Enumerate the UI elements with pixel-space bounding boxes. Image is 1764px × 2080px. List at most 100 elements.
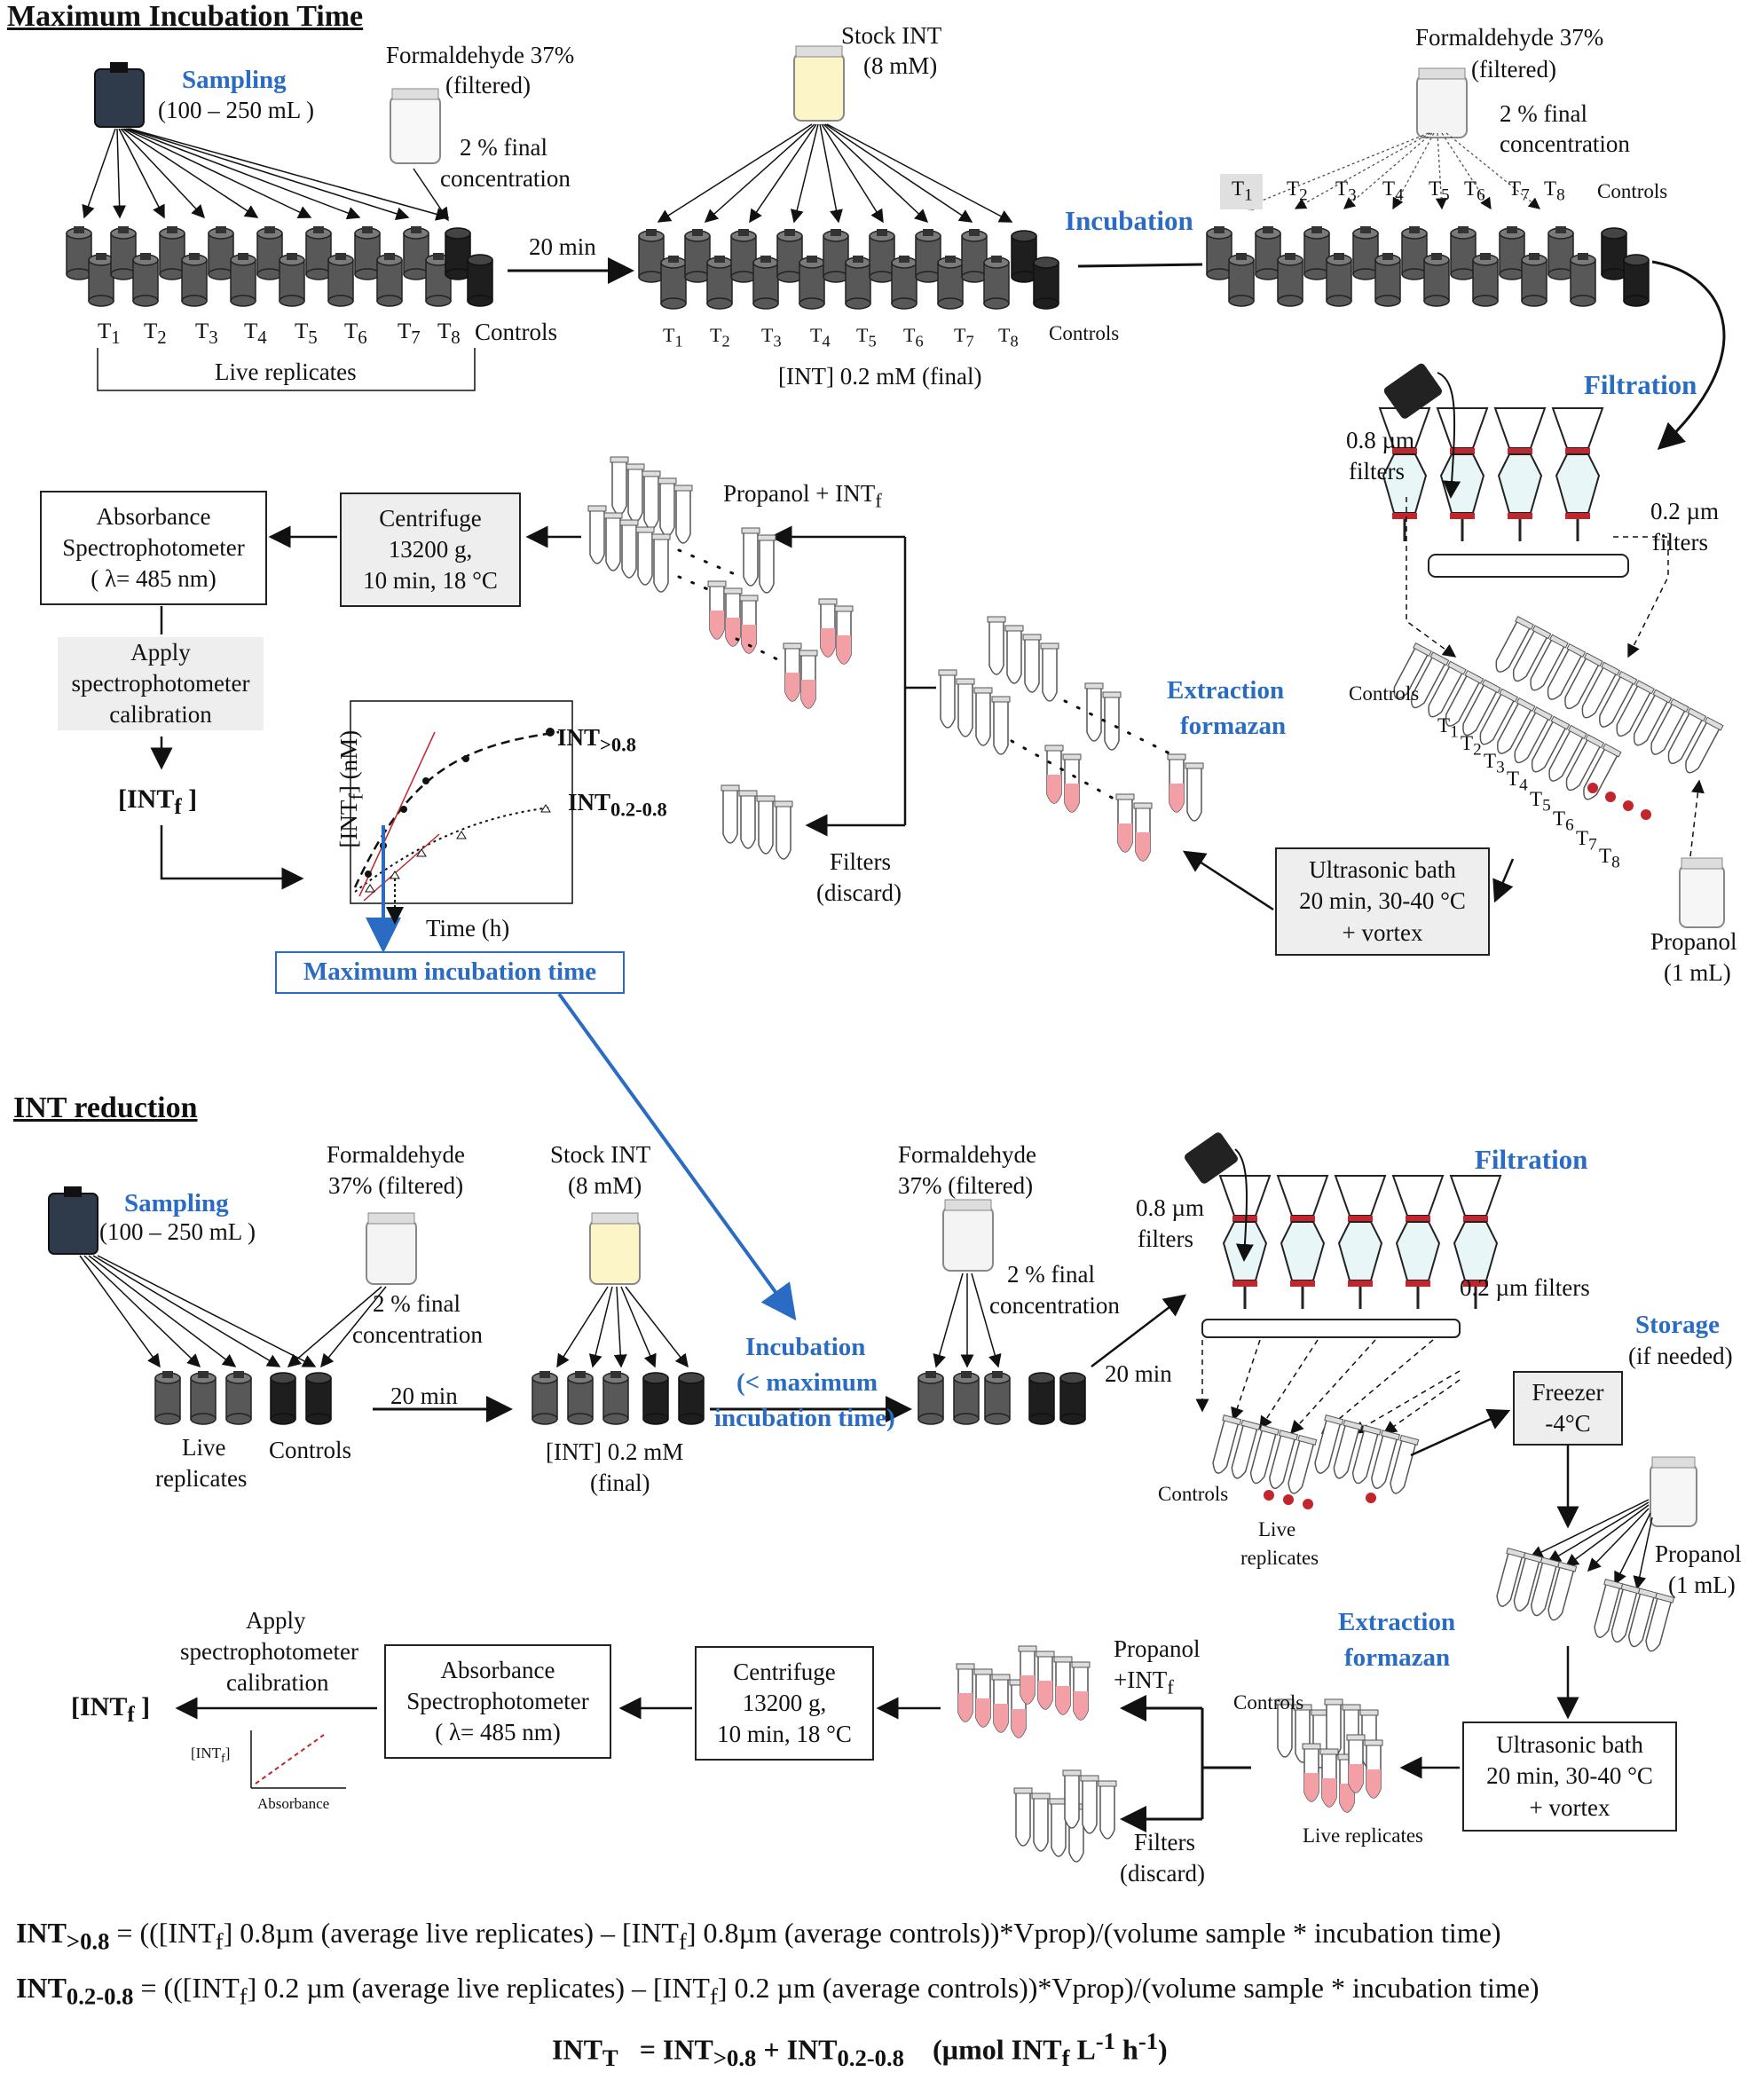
t2-label-c: T2	[1287, 177, 1308, 205]
filters-08-label-2b: filters	[1138, 1225, 1193, 1252]
stock-int-jar	[793, 45, 845, 122]
apply-2-line3: calibration	[226, 1669, 329, 1696]
ultrasonic-box-1: Ultrasonic bath 20 min, 30-40 °C + vorte…	[1275, 847, 1490, 956]
int-final-label-2b: (final)	[590, 1469, 650, 1496]
eq1-end: ] 0.8µm (average controls))*Vprop)/(volu…	[686, 1917, 1501, 1949]
centrifuge-1-line1: Centrifuge	[379, 504, 482, 532]
final-conc-1b: concentration	[440, 165, 571, 192]
filters-discard-tubes-1	[721, 784, 793, 860]
arrow-to-filtration	[1651, 260, 1726, 451]
intf-label-2: [INTf ]	[71, 1692, 151, 1727]
formaldehyde-label-4a: Formaldehyde	[898, 1141, 1036, 1168]
eq2-rest: ] 0.2 µm (average live replicates) – [IN…	[247, 1972, 710, 2004]
eq3-units: (µmol INT	[933, 2033, 1062, 2066]
t7-label-c: T7	[1508, 177, 1530, 205]
formaldehyde-label-1a: Formaldehyde 37%	[386, 42, 575, 68]
graph-int08-text: INT	[557, 724, 601, 751]
apply-1-line3: calibration	[109, 701, 212, 729]
propanol-intf-2a: Propanol	[1114, 1635, 1201, 1662]
tube-t7: T7	[1576, 827, 1597, 855]
t1-label: T1	[98, 319, 121, 348]
tube-t1: T1	[1437, 714, 1459, 742]
controls-label-2: Controls	[269, 1437, 352, 1463]
graph-y-text: [INT	[335, 800, 363, 848]
intf-label-1-sub: f	[174, 795, 182, 819]
propanol-intf-2b-sub: f	[1167, 1675, 1174, 1698]
t5-label-c: T5	[1429, 177, 1450, 205]
int-final-label-2a: [INT] 0.2 mM	[546, 1438, 684, 1465]
centrifuge-1-line2: 13200 g,	[388, 535, 473, 563]
sampling-label-1: Sampling	[182, 66, 287, 94]
formaldehyde-label-2a: Formaldehyde 37%	[1415, 24, 1604, 51]
filtration-rack-1	[1378, 363, 1629, 578]
absorbance-1-line1: Absorbance	[96, 502, 211, 530]
int-tubes-2	[532, 1370, 705, 1425]
int-tubes-1	[638, 228, 1059, 310]
t3-label-b: T3	[761, 324, 782, 351]
filters-02-label-1a: 0.2 µm	[1650, 498, 1720, 524]
apply-1-line2: spectrophotometer	[71, 669, 250, 697]
filters-discard-2b: (discard)	[1120, 1860, 1205, 1887]
t5-label: T5	[295, 319, 318, 348]
tube-t6: T6	[1553, 808, 1574, 835]
propanol-tubes-2	[1492, 1547, 1675, 1654]
eq1-sub-f1: f	[215, 1927, 224, 1955]
equation-3: INTT = INT>0.8 + INT0.2-0.8 (µmol INTf L…	[552, 2028, 1168, 2072]
freezer-line1: Freezer	[1532, 1378, 1604, 1406]
propanol-label-1: Propanol	[1650, 928, 1737, 955]
eq1-rhs: = (([INT	[116, 1917, 216, 1949]
propanol-intf-2b-text: +INT	[1114, 1666, 1168, 1693]
eq3-sup-2: -1	[1138, 2028, 1159, 2054]
live-tubes-label-2b: replicates	[1240, 1547, 1319, 1569]
stock-int-label-2a: Stock INT	[550, 1141, 651, 1168]
tube-t3: T3	[1484, 750, 1505, 777]
final-conc-4a: 2 % final	[1007, 1261, 1095, 1288]
propanol-intf-label-1: Propanol + INTf	[723, 479, 882, 514]
t6-label-b: T6	[903, 324, 924, 351]
t5-label-b: T5	[856, 324, 877, 351]
ultrasonic-2-line3: + vortex	[1529, 1793, 1610, 1821]
t3-label: T3	[195, 319, 218, 348]
centrifuge-2-line2: 13200 g,	[742, 1689, 827, 1716]
incubation-label-1: Incubation	[1065, 205, 1193, 236]
tube-t2: T2	[1461, 732, 1482, 760]
absorbance-1-line3: ( λ= 485 nm)	[91, 565, 217, 593]
t7-label: T7	[398, 319, 421, 348]
stock-int-jar-2	[589, 1212, 641, 1285]
formaldehyde-jar-4	[942, 1199, 994, 1272]
final-conc-3a: 2 % final	[373, 1290, 461, 1317]
apply-2-line2: spectrophotometer	[180, 1638, 358, 1665]
sampling-bottle-2	[48, 1186, 98, 1255]
centrifuge-2-line1: Centrifuge	[733, 1658, 836, 1685]
stock-int-label-1b: (8 mM)	[863, 52, 938, 79]
propanol-jar-2	[1650, 1456, 1697, 1527]
tube-t4: T4	[1507, 768, 1528, 795]
propanol-intf-tubes-2	[956, 1645, 1091, 1738]
formaldehyde-jar-2	[1416, 67, 1468, 138]
propanol-intf-sub: f	[875, 489, 882, 512]
graph-int0208-text: INT	[568, 789, 611, 815]
controls-label-1: Controls	[475, 319, 558, 345]
arrow-to-freezer	[1410, 1408, 1511, 1457]
graph-intf-time	[350, 700, 573, 953]
mini-y-label: [INTf]	[191, 1745, 231, 1766]
arrow-to-filtration-2	[1091, 1294, 1186, 1367]
formaldehyde-label-1b: (filtered)	[445, 72, 531, 98]
filters-discard-1b: (discard)	[816, 879, 902, 906]
ultrasonic-2-line2: 20 min, 30-40 °C	[1486, 1762, 1653, 1790]
absorbance-2-line3: ( λ= 485 nm)	[435, 1719, 561, 1746]
filters-discard-tubes-2	[1013, 1769, 1117, 1863]
incubation-line-1	[1077, 263, 1203, 268]
final-conc-1a: 2 % final	[460, 134, 547, 161]
live-tubes-label-2a: Live	[1258, 1518, 1296, 1540]
t1-highlight	[1220, 174, 1263, 209]
t4-label-b: T4	[810, 324, 831, 351]
incubation-tubes-1	[1206, 225, 1650, 307]
propanol-dashed-arrow	[1689, 779, 1705, 857]
mini-calibration-plot	[250, 1730, 346, 1789]
arrow-intf-graph-1	[160, 825, 304, 890]
controls-label-1b: Controls	[1049, 322, 1120, 344]
filtration-rack-2	[1185, 1132, 1502, 1338]
formaldehyde-label-3b: 37% (filtered)	[328, 1172, 464, 1199]
